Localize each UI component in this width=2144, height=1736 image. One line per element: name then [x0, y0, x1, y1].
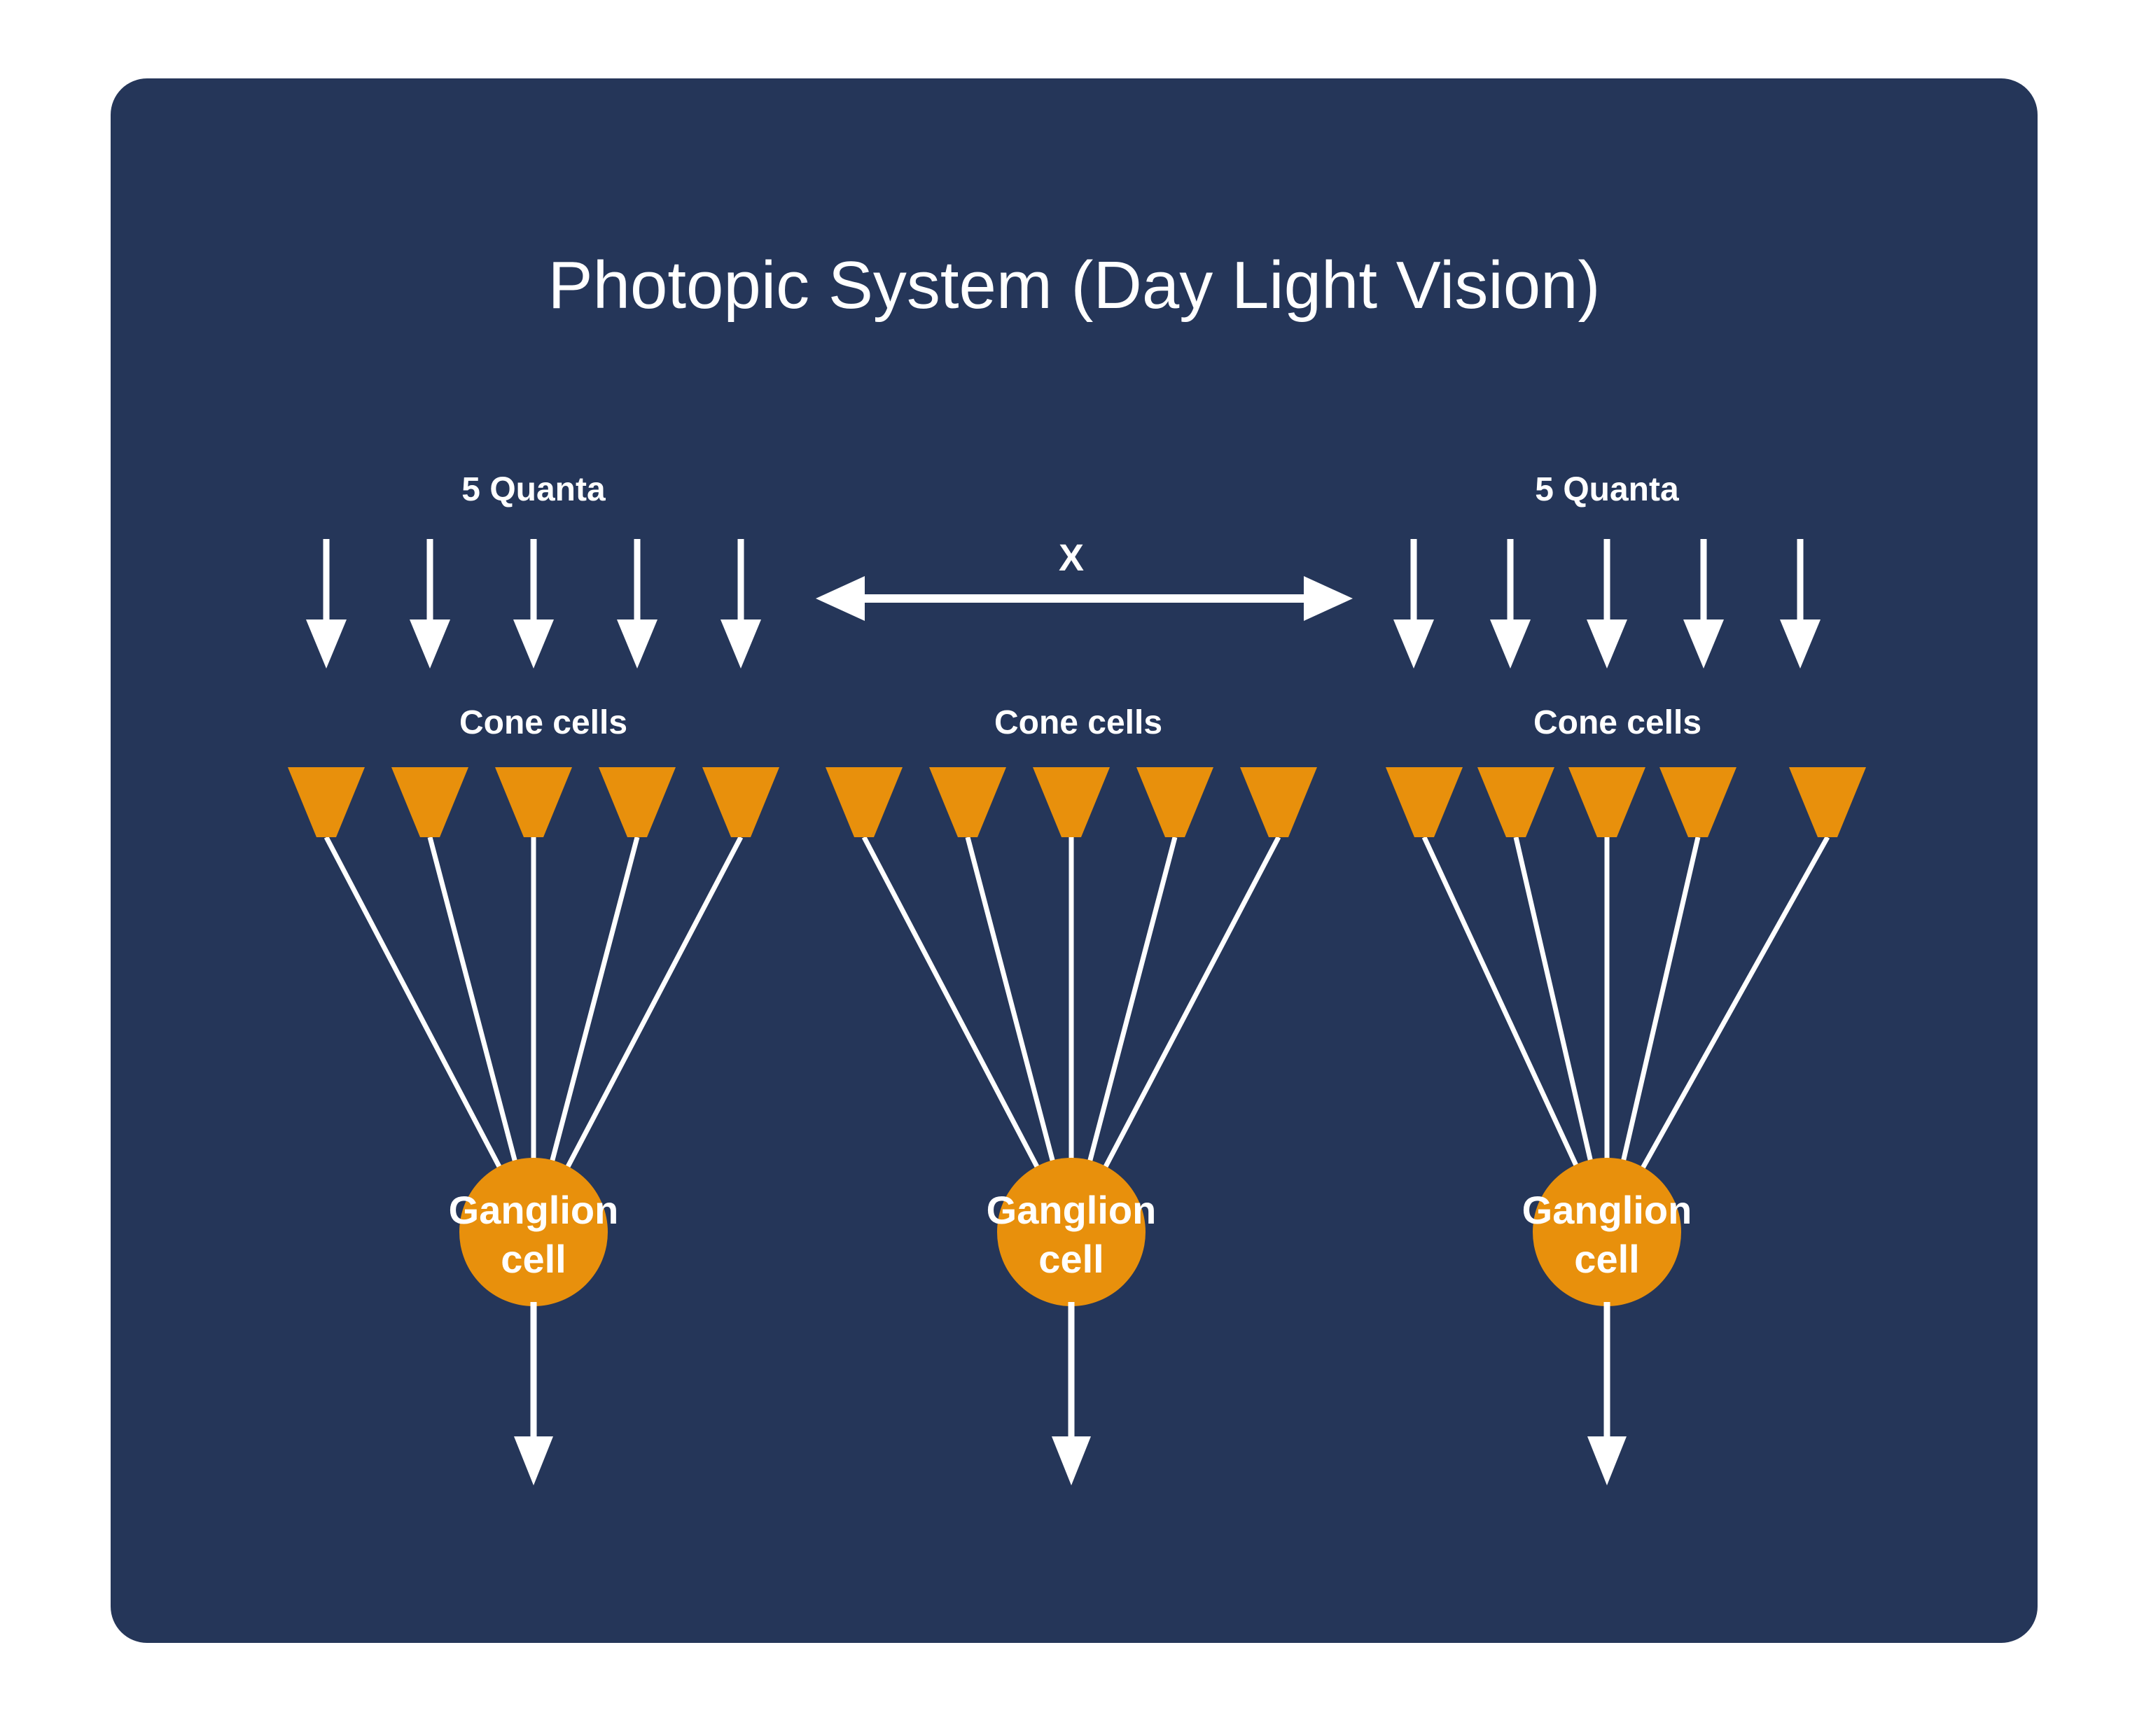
group-left: 5 Quanta — [288, 471, 779, 1485]
cone-cell-icon — [1033, 767, 1110, 837]
separation-indicator: X — [816, 537, 1353, 621]
group-right: 5 Quanta — [1386, 471, 1866, 1485]
cone-cell-icon — [1136, 767, 1213, 837]
quanta-label-left: 5 Quanta — [461, 471, 606, 508]
quanta-label-right: 5 Quanta — [1535, 471, 1679, 508]
output-arrow-right — [1587, 1302, 1627, 1485]
page-title: Photopic System (Day Light Vision) — [548, 248, 1601, 323]
output-arrow-left — [514, 1302, 553, 1485]
output-arrow-middle — [1052, 1302, 1091, 1485]
cone-cells-label-right: Cone cells — [1533, 704, 1701, 741]
ganglion-label-line2-right: cell — [1574, 1237, 1639, 1281]
cone-cell-icon — [391, 767, 468, 837]
separation-label: X — [1059, 537, 1084, 579]
ganglion-label-line1-left: Ganglion — [449, 1188, 619, 1232]
cone-cell-icon — [702, 767, 779, 837]
cone-cells-label-middle: Cone cells — [994, 704, 1162, 741]
cone-cell-icon — [1568, 767, 1645, 837]
cone-cell-icon — [1659, 767, 1736, 837]
ganglion-label-line1-middle: Ganglion — [987, 1188, 1157, 1232]
ganglion-label-line2-left: cell — [501, 1237, 566, 1281]
quanta-arrows-right — [1393, 539, 1821, 668]
ganglion-label-line1-right: Ganglion — [1522, 1188, 1692, 1232]
down-arrow-icon — [1490, 539, 1531, 668]
ganglion-cell-icon — [997, 1158, 1146, 1306]
down-arrow-icon — [1780, 539, 1821, 668]
cone-cell-icon — [826, 767, 903, 837]
cone-cell-icon — [1240, 767, 1317, 837]
cone-cell-icon — [495, 767, 572, 837]
cone-cell-icon — [599, 767, 676, 837]
cone-cell-icon — [1386, 767, 1463, 837]
quanta-arrows-left — [306, 539, 761, 668]
cone-cell-icon — [288, 767, 365, 837]
ganglion-cell-icon — [459, 1158, 608, 1306]
down-arrow-icon — [410, 539, 450, 668]
cone-cells-right — [1386, 767, 1866, 837]
cone-cell-icon — [1477, 767, 1554, 837]
down-arrow-icon — [513, 539, 554, 668]
cone-cell-icon — [1789, 767, 1866, 837]
cone-cell-icon — [929, 767, 1006, 837]
ganglion-cell-icon — [1533, 1158, 1681, 1306]
down-arrow-icon — [1587, 539, 1627, 668]
down-arrow-icon — [617, 539, 657, 668]
down-arrow-icon — [1683, 539, 1724, 668]
double-arrow-icon — [816, 576, 1353, 621]
down-arrow-icon — [1393, 539, 1434, 668]
ganglion-cell-left[interactable]: Ganglion cell — [449, 1158, 619, 1306]
cone-cells-middle — [826, 767, 1317, 837]
cone-cells-label-left: Cone cells — [459, 704, 627, 741]
down-arrow-icon — [721, 539, 761, 668]
group-middle: Cone cells Ganglion cell — [826, 704, 1317, 1485]
cone-cells-left — [288, 767, 779, 837]
down-arrow-icon — [306, 539, 347, 668]
ganglion-cell-right[interactable]: Ganglion cell — [1522, 1158, 1692, 1306]
ganglion-cell-middle[interactable]: Ganglion cell — [987, 1158, 1157, 1306]
ganglion-label-line2-middle: cell — [1038, 1237, 1104, 1281]
